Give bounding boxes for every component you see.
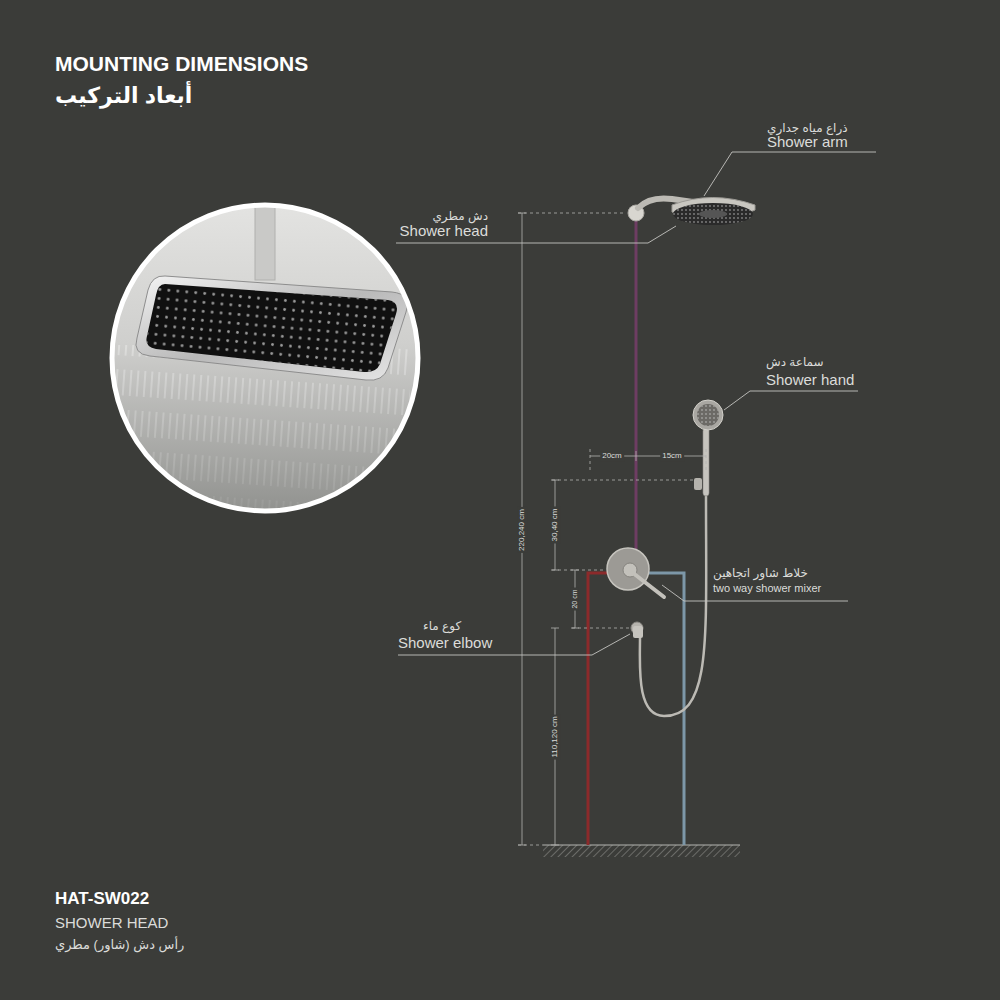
dimension-tick bbox=[551, 845, 559, 846]
part-name: Shower arm bbox=[767, 133, 848, 151]
dimension: 20cm bbox=[600, 451, 624, 461]
fittings bbox=[607, 400, 723, 716]
part-name-arabic: كوع ماء bbox=[423, 619, 461, 633]
riser-pipe bbox=[635, 218, 638, 560]
rain-head-face bbox=[146, 284, 397, 372]
floor bbox=[543, 845, 740, 857]
leader-line bbox=[398, 634, 630, 655]
floor-line bbox=[543, 845, 740, 846]
part-name: Shower elbow bbox=[398, 634, 492, 652]
hand-nozzles bbox=[697, 404, 719, 426]
dimension-tick bbox=[571, 570, 579, 571]
rain-head-nozzles bbox=[146, 284, 397, 372]
extension-line bbox=[706, 449, 707, 470]
dimension-tick bbox=[518, 213, 526, 214]
dimension: 30,40 cm bbox=[550, 507, 560, 544]
rain-head-nozzles-small bbox=[673, 203, 753, 225]
dimension: 110,120 cm bbox=[550, 714, 560, 759]
dimension-tick bbox=[571, 628, 579, 629]
inset-pipe bbox=[255, 195, 275, 280]
elbow-body bbox=[633, 626, 643, 638]
pipes bbox=[588, 218, 684, 845]
title: MOUNTING DIMENSIONS bbox=[55, 51, 308, 76]
product-name: SHOWER HEAD bbox=[55, 914, 168, 932]
product-code: HAT-SW022 bbox=[55, 889, 149, 909]
dimension: 220,240 cm bbox=[517, 507, 527, 553]
part-name-arabic: سماعة دش bbox=[766, 355, 824, 369]
dimension: 20 cm bbox=[571, 587, 579, 610]
rain-head-center bbox=[699, 210, 727, 218]
dimension-tick bbox=[551, 570, 559, 571]
hot-pipe bbox=[588, 573, 612, 845]
part-name: Shower head bbox=[400, 222, 488, 240]
mixer-plate bbox=[607, 548, 649, 590]
part-name-arabic: خلاط شاور اتجاهين bbox=[713, 566, 808, 580]
extension-line bbox=[518, 845, 543, 846]
extension-line bbox=[552, 480, 694, 481]
part-name: Shower hand bbox=[766, 371, 854, 389]
extension-line bbox=[572, 628, 630, 629]
dimensions bbox=[518, 213, 706, 845]
rain-head-rim bbox=[136, 276, 407, 380]
dimension: 15cm bbox=[660, 451, 684, 461]
overhead-shower bbox=[628, 198, 755, 226]
leader-lines bbox=[396, 152, 876, 655]
product-name-arabic: رأس دش (شاور) مطري bbox=[55, 937, 184, 953]
dimension-tick bbox=[636, 451, 637, 461]
extension-lines bbox=[518, 213, 706, 845]
inset-photo bbox=[100, 195, 430, 520]
leader-line bbox=[704, 152, 876, 196]
leader-line bbox=[724, 391, 858, 410]
dimension-tick bbox=[518, 845, 526, 846]
inset-frame bbox=[112, 205, 418, 511]
extension-line bbox=[552, 570, 606, 571]
extension-line bbox=[590, 449, 591, 470]
rain-head-face-small bbox=[673, 203, 753, 225]
hand-handle bbox=[703, 428, 709, 496]
floor-hatch bbox=[543, 845, 740, 857]
hand-face bbox=[697, 404, 719, 426]
hand-head bbox=[693, 400, 723, 430]
part-name-arabic: دش مطري bbox=[432, 209, 488, 223]
title-translation: أبعاد التركيب bbox=[55, 83, 192, 109]
extension-line bbox=[518, 213, 626, 214]
dimension-tick bbox=[551, 628, 559, 629]
part-name: two way shower mixer bbox=[713, 582, 821, 595]
dimension-tick bbox=[551, 480, 559, 481]
shower-hose bbox=[640, 496, 706, 716]
hand-holder bbox=[694, 478, 702, 490]
mixer-lever bbox=[633, 573, 664, 597]
